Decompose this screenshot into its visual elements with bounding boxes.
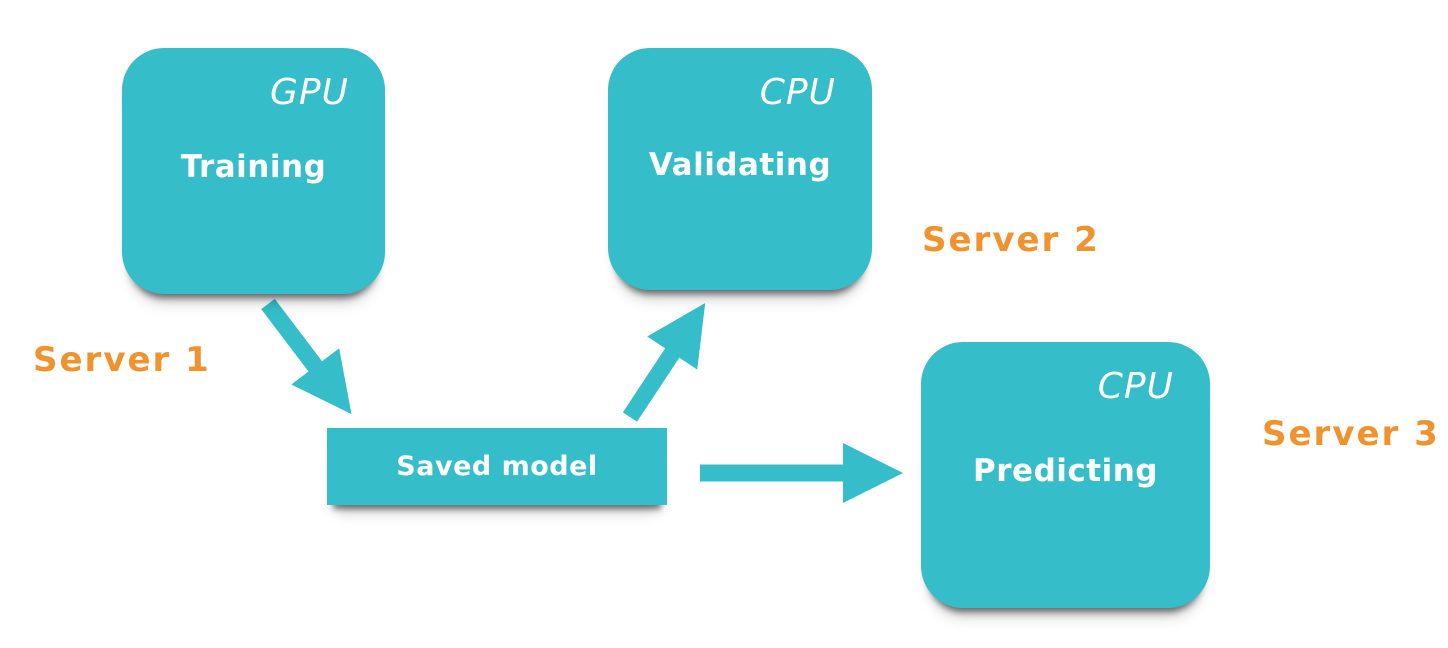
validating-hardware-label: CPU xyxy=(759,72,836,113)
node-validating: CPU Validating xyxy=(608,48,872,290)
server-3-label: Server 3 xyxy=(1262,414,1440,454)
predicting-title: Predicting xyxy=(973,453,1158,489)
training-title: Training xyxy=(180,149,327,185)
node-training: GPU Training xyxy=(122,48,385,294)
validating-title: Validating xyxy=(648,147,832,183)
server-1-label: Server 1 xyxy=(33,340,211,380)
training-hardware-label: GPU xyxy=(270,72,349,113)
arrow-saved-model-to-validating xyxy=(622,302,706,422)
node-saved-model: Saved model xyxy=(327,428,667,505)
predicting-hardware-label: CPU xyxy=(1097,366,1174,407)
saved-model-title: Saved model xyxy=(396,451,598,482)
arrow-training-to-saved-model xyxy=(261,298,352,415)
server-2-label: Server 2 xyxy=(922,220,1100,260)
node-predicting: CPU Predicting xyxy=(921,342,1210,608)
